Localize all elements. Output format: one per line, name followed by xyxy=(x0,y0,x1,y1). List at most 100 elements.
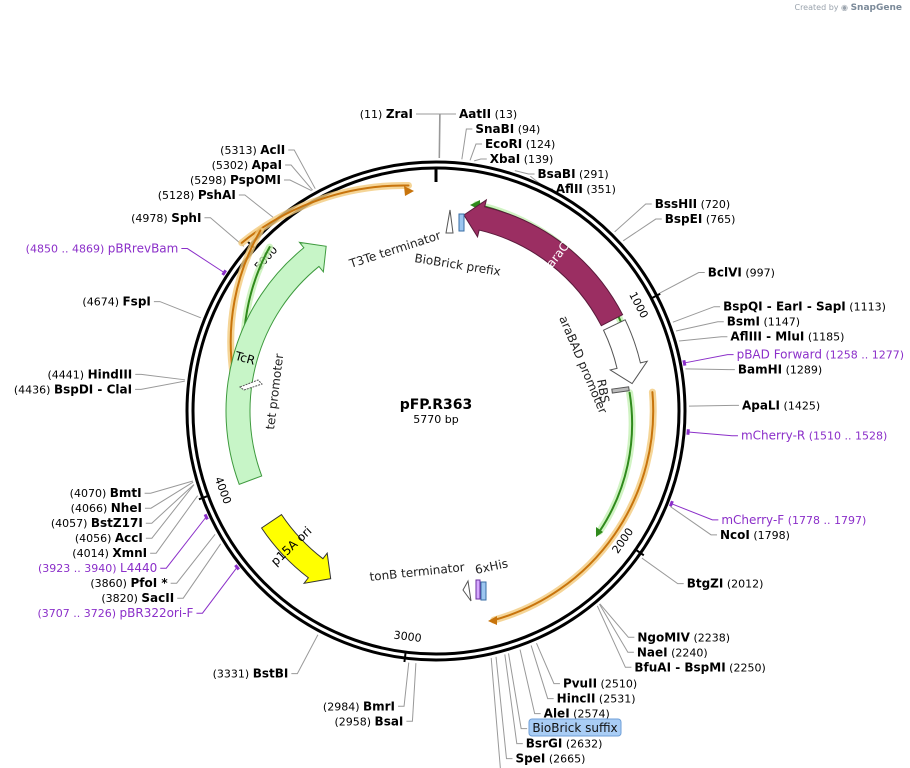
enzyme-label-bclvi: BclVI (997) xyxy=(708,266,775,280)
enzyme-label-fspi: (4674) FspI xyxy=(82,295,150,309)
enzyme-position: (94) xyxy=(518,123,541,136)
feature-arrow-arac xyxy=(463,198,624,327)
enzyme-leader-ncoi xyxy=(669,506,718,536)
biobrick-suffix-box xyxy=(480,581,487,601)
enzyme-label-bstz17i: (4057) BstZ17I xyxy=(51,516,143,530)
enzyme-leader-xcmi xyxy=(508,653,528,730)
enzyme-name: SphI xyxy=(171,211,201,225)
enzyme-leader-bsai xyxy=(406,663,417,722)
enzyme-leader-btgzi xyxy=(641,557,684,585)
primer-position: (1258 .. 1277) xyxy=(825,349,904,362)
primer-label-l4440: (3923 .. 3940) L4440 xyxy=(38,561,157,575)
enzyme-name: XmnI xyxy=(112,546,147,560)
enzyme-leader-bspqi-eari-sapi xyxy=(672,306,721,323)
enzyme-position: (2250) xyxy=(729,661,766,674)
primer-name: pBRrevBam xyxy=(108,242,179,256)
enzyme-name: ZraI xyxy=(386,107,413,121)
enzyme-label-bmri: (2984) BmrI xyxy=(323,699,395,713)
enzyme-name: ApaLI xyxy=(742,398,780,412)
primer-site-l4440 xyxy=(203,513,209,520)
enzyme-position: (4066) xyxy=(71,502,108,515)
enzyme-label-bspei: BspEI (765) xyxy=(665,212,736,226)
enzyme-name: PshAI xyxy=(198,188,236,202)
enzyme-leader-pshai xyxy=(238,194,274,218)
primer-leader-mcherry-r xyxy=(688,431,738,437)
enzyme-label-bstbi: (3331) BstBI xyxy=(213,667,289,681)
orf-left-orange xyxy=(229,229,262,378)
enzyme-label-hincii: HincII (2531) xyxy=(557,692,636,706)
enzyme-position: (2574) xyxy=(573,708,610,721)
enzyme-position: (4057) xyxy=(51,517,88,530)
primer-position: (4850 .. 4869) xyxy=(26,243,105,256)
enzyme-label-alei: AleI (2574) xyxy=(544,707,610,721)
enzyme-label-bsmi: BsmI (1147) xyxy=(727,315,800,329)
enzyme-label-pfoi: (3860) PfoI * xyxy=(90,576,168,590)
orf-arrowhead xyxy=(404,186,414,196)
enzyme-position: (1185) xyxy=(808,331,845,344)
enzyme-name: PstI xyxy=(510,767,536,768)
primer-leader-l4440 xyxy=(160,516,207,569)
primer-leader-pbad-forward xyxy=(684,354,734,364)
enzyme-position: (1798) xyxy=(753,529,790,542)
plasmid-name: pFP.R363 xyxy=(400,397,473,413)
feature-label-6xhis: 6xHis xyxy=(474,556,510,577)
enzyme-name: SacII xyxy=(141,591,174,605)
enzyme-position: (4441) xyxy=(47,368,84,381)
enzyme-label-afliii-mlui: AflIII - MluI (1185) xyxy=(730,330,844,344)
enzyme-leader-ngomiv xyxy=(599,603,635,638)
enzyme-label-bmti: (4070) BmtI xyxy=(70,486,142,500)
primer-site-pbrrevbam xyxy=(221,269,227,276)
enzyme-position: (997) xyxy=(745,267,775,280)
enzyme-leader-bsshii xyxy=(614,203,652,233)
enzyme-position: (1147) xyxy=(764,316,801,329)
enzyme-position: (1425) xyxy=(784,399,821,412)
snapgene-logo-icon: ◉ xyxy=(841,3,849,12)
enzyme-position: (1113) xyxy=(849,301,886,314)
credit-prefix: Created by xyxy=(794,3,839,12)
enzyme-leader-sphi xyxy=(204,217,245,247)
small-features xyxy=(238,209,630,602)
enzyme-position: (2510) xyxy=(601,678,638,691)
enzyme-label-pshai: (5128) PshAI xyxy=(158,188,236,202)
primer-name: pBR322ori-F xyxy=(120,606,194,620)
enzyme-label-bspqi-eari-sapi: BspQI - EarI - SapI (1113) xyxy=(723,300,886,314)
enzyme-position: (765) xyxy=(706,213,736,226)
bp-tick-label: 1000 xyxy=(626,290,650,321)
primer-position: (3707 .. 3726) xyxy=(37,607,116,620)
label-leader-lines xyxy=(135,113,739,768)
enzyme-name: BamHI xyxy=(738,363,782,377)
enzyme-leader-bsmi xyxy=(675,321,724,332)
enzyme-leader-acli xyxy=(288,149,316,189)
primer-leader-pbrrevbam xyxy=(181,248,225,274)
enzyme-leader-bamhi xyxy=(685,368,735,371)
enzyme-leader-alei xyxy=(519,649,541,715)
enzyme-name: BsaI xyxy=(375,714,404,728)
enzyme-label-bsabi: BsaBI (291) xyxy=(538,167,609,181)
orf-right-orange xyxy=(492,391,655,622)
enzyme-position: (5128) xyxy=(158,189,195,202)
enzyme-name: BfuAI - BspMI xyxy=(634,660,725,674)
enzyme-position: (5313) xyxy=(220,144,257,157)
enzyme-label-bfuai-bspmi: BfuAI - BspMI (2250) xyxy=(634,660,765,674)
enzyme-position: (2012) xyxy=(727,578,764,591)
enzyme-label-hindiii: (4441) HindIII xyxy=(47,367,132,381)
enzyme-position: (2984) xyxy=(323,700,360,713)
bp-tick-mark xyxy=(650,292,661,300)
enzyme-position: (2665) xyxy=(549,753,586,766)
backbone-outer-strand xyxy=(185,160,687,662)
enzyme-leader-zrai xyxy=(416,113,441,159)
enzyme-leader-snabi xyxy=(461,128,473,160)
primer-label-pbr322ori-f: (3707 .. 3726) pBR322ori-F xyxy=(37,606,193,620)
snapgene-credit: Created by ◉ SnapGene xyxy=(794,3,902,13)
primer-label-mcherry-r: mCherry-R (1510 .. 1528) xyxy=(741,429,887,443)
enzyme-label-zrai: (11) ZraI xyxy=(360,107,413,121)
enzyme-position: (2531) xyxy=(599,693,636,706)
enzyme-leader-bmti xyxy=(144,480,194,494)
enzyme-name: AatII xyxy=(459,107,491,121)
enzyme-name: AccI xyxy=(115,531,143,545)
enzyme-leader-nhei xyxy=(144,481,194,509)
enzyme-name: AflII xyxy=(556,182,583,196)
enzyme-position: (2240) xyxy=(671,646,708,659)
enzyme-name: SpeI xyxy=(515,752,545,766)
